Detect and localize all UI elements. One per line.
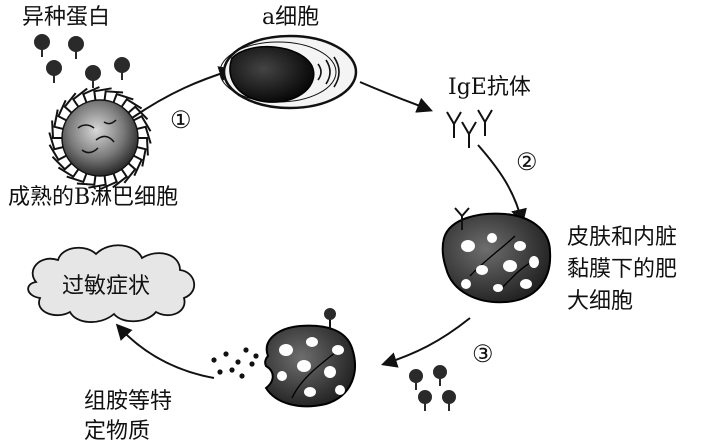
b-cell-receptor xyxy=(51,155,74,171)
b-cell-receptor xyxy=(103,90,124,103)
antigen-particle xyxy=(418,390,432,411)
b-cell-receptor xyxy=(100,171,118,190)
arrow-to-antibody xyxy=(359,81,433,113)
b-cell-receptor xyxy=(88,173,107,189)
arrow-step1 xyxy=(131,66,236,119)
b-cell-receptor xyxy=(71,87,88,109)
b-cell-receptor xyxy=(123,161,137,184)
substance-label-line2: 定物质 xyxy=(84,419,150,442)
bound-antigen xyxy=(324,308,336,320)
arrow-to-symptom xyxy=(115,323,215,379)
antigen-particle xyxy=(409,369,423,390)
allergy-symptom-label: 过敏症状 xyxy=(62,274,150,299)
antigen-particle xyxy=(433,365,447,386)
ige-antibody xyxy=(477,109,493,136)
b-cell-receptor xyxy=(51,120,64,139)
cell-a-label: a细胞 xyxy=(262,5,319,30)
b-cell-receptor xyxy=(57,166,81,179)
ige-antibody xyxy=(446,111,462,138)
step3-marker: ③ xyxy=(472,340,494,368)
foreign-protein-label: 异种蛋白 xyxy=(22,5,110,30)
b-cell-receptor xyxy=(136,137,149,156)
b-cell-receptor xyxy=(53,109,66,131)
b-cell-receptor xyxy=(57,99,69,123)
ige-antibodies-group xyxy=(446,109,493,148)
released-substance-dot xyxy=(239,373,245,379)
b-cell-receptor xyxy=(134,125,152,144)
antigen-particles-group-2 xyxy=(409,365,456,411)
arrow-step3 xyxy=(380,317,471,368)
mast-cell-label-line1: 皮肤和内脏 xyxy=(567,225,677,250)
antigen-particle xyxy=(114,57,130,80)
released-substance-dot xyxy=(249,361,255,367)
released-substance-dot xyxy=(229,367,235,373)
bound-ige-antibody xyxy=(454,207,470,230)
antigen-particle xyxy=(34,34,50,57)
released-substance-dot xyxy=(217,369,223,375)
mature-b-cell xyxy=(48,86,152,190)
ige-antibody-label: IgE抗体 xyxy=(448,75,531,100)
b-cell-receptor xyxy=(66,171,89,184)
antigen-particle xyxy=(46,60,62,83)
antigen-particle xyxy=(68,36,84,59)
arrow-step2 xyxy=(477,144,527,226)
degranulating-cell-granules xyxy=(277,337,345,397)
b-cell-receptor xyxy=(131,114,152,132)
mast-cell-granules xyxy=(461,233,539,292)
b-cell-receptor xyxy=(48,144,69,162)
step1-marker: ① xyxy=(170,106,192,134)
b-cell-receptor xyxy=(112,167,129,189)
released-substance-dot xyxy=(253,353,259,359)
b-cell-receptor xyxy=(119,97,143,110)
b-cell-receptor xyxy=(76,173,97,186)
allergy-symptom-cloud xyxy=(27,244,195,323)
step2-marker: ② xyxy=(516,148,538,176)
substance-label-line1: 组胺等特 xyxy=(84,389,172,414)
b-cell-receptor xyxy=(126,105,149,121)
mast-cell-label-line3: 大细胞 xyxy=(567,289,633,314)
released-substance-dot xyxy=(243,347,249,353)
b-cell-receptor xyxy=(111,92,134,105)
b-cell-receptor xyxy=(48,132,66,151)
released-substance-dots xyxy=(211,347,259,379)
b-cell-receptor xyxy=(134,145,147,167)
released-substance-dot xyxy=(211,357,217,363)
ige-antibody xyxy=(461,121,477,148)
antigen-particle xyxy=(442,390,456,411)
released-substance-dot xyxy=(223,351,229,357)
b-cell-receptor xyxy=(63,92,77,115)
degranulating-mast-cell xyxy=(264,308,356,408)
b-cell-receptors xyxy=(48,86,152,190)
mast-cell xyxy=(441,207,552,304)
antigen-particles-group xyxy=(34,34,130,88)
cell-a xyxy=(219,34,358,110)
mast-cell-label-line2: 黏膜下的肥 xyxy=(567,257,677,282)
b-cell-receptor xyxy=(93,87,112,103)
antigen-particle xyxy=(85,65,101,88)
b-cell-receptor xyxy=(131,153,143,177)
mature-b-cell-label: 成熟的B淋巴细胞 xyxy=(8,185,178,210)
released-substance-dot xyxy=(235,359,241,365)
b-cell-receptor xyxy=(82,86,100,105)
